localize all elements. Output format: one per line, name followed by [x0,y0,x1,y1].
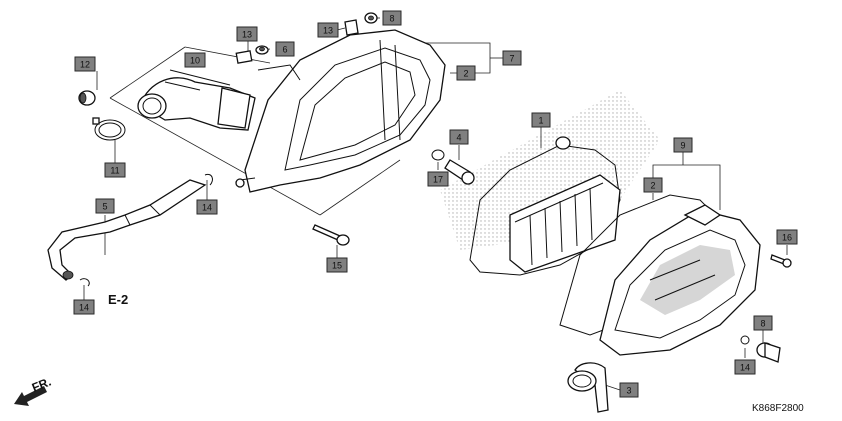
callout-1: 1 [531,112,551,128]
part-12-grommet [78,90,96,106]
part-15-bolt [312,224,350,246]
part-14-clip-b [79,278,90,287]
callout-16: 16 [776,229,798,245]
part-5-hose [47,179,207,281]
part-17-clamp [431,149,445,161]
part-2-gasket-a [469,144,621,276]
part-7-air-cleaner-case [235,29,446,193]
svg-text:6: 6 [282,45,287,55]
part-9-air-cleaner-cover [599,204,761,356]
svg-text:2: 2 [650,181,655,191]
figure-code: K868F2800 [752,403,804,414]
callout-8-b: 8 [753,315,773,331]
svg-text:2: 2 [463,69,468,79]
callout-9: 9 [673,137,693,153]
svg-text:11: 11 [110,166,119,176]
callout-14-c: 14 [734,359,756,375]
part-4-drain-tube [444,159,475,185]
svg-text:13: 13 [323,26,333,36]
part-16-screw [770,254,792,268]
reference-label-e2: E-2 [108,292,128,307]
filter-pleats [529,187,593,266]
svg-text:17: 17 [433,175,443,185]
svg-text:14: 14 [740,363,750,373]
callout-7: 7 [502,50,522,66]
callout-2-b: 2 [643,177,663,193]
svg-text:7: 7 [509,54,514,64]
callout-13-a: 13 [236,26,258,42]
part-8-nut-a [364,12,378,24]
front-direction-label: FR. [30,375,53,395]
callout-3: 3 [619,382,639,398]
part-13-clip-nut-b [344,19,359,36]
callout-4: 4 [449,129,469,145]
callout-10: 10 [184,52,206,68]
callout-14-a: 14 [196,199,218,215]
svg-text:4: 4 [456,133,461,143]
part-1-filter-element [509,136,621,273]
callout-12: 12 [74,56,96,72]
callout-14-b: 14 [73,299,95,315]
part-14-clip-a [204,173,213,186]
svg-text:14: 14 [79,303,89,313]
svg-text:12: 12 [80,60,90,70]
callout-2-a: 2 [456,65,476,81]
callout-8-a: 8 [382,10,402,26]
callout-15: 15 [326,257,348,273]
part-13-clip-nut-a [235,50,253,64]
svg-text:1: 1 [538,116,543,126]
svg-text:5: 5 [102,202,107,212]
callout-11: 11 [104,162,126,178]
part-3-inlet-duct [567,362,609,413]
svg-text:8: 8 [389,14,394,24]
callout-17: 17 [427,171,449,187]
svg-text:14: 14 [202,203,212,213]
part-14-clip-c [740,335,750,345]
front-direction-arrow-icon [14,386,47,406]
part-11-band [92,117,126,141]
part-8-drain-plug [756,342,781,363]
svg-text:3: 3 [626,386,631,396]
part-10-intake-tube [137,69,256,131]
callout-5: 5 [95,198,115,214]
svg-text:16: 16 [782,233,792,243]
svg-text:13: 13 [242,30,252,40]
svg-text:8: 8 [760,319,765,329]
callout-13-b: 13 [317,22,339,38]
svg-text:15: 15 [332,261,342,271]
part-6-collar [255,45,269,55]
svg-text:10: 10 [190,56,200,66]
callout-6: 6 [275,41,295,57]
svg-text:9: 9 [680,141,685,151]
